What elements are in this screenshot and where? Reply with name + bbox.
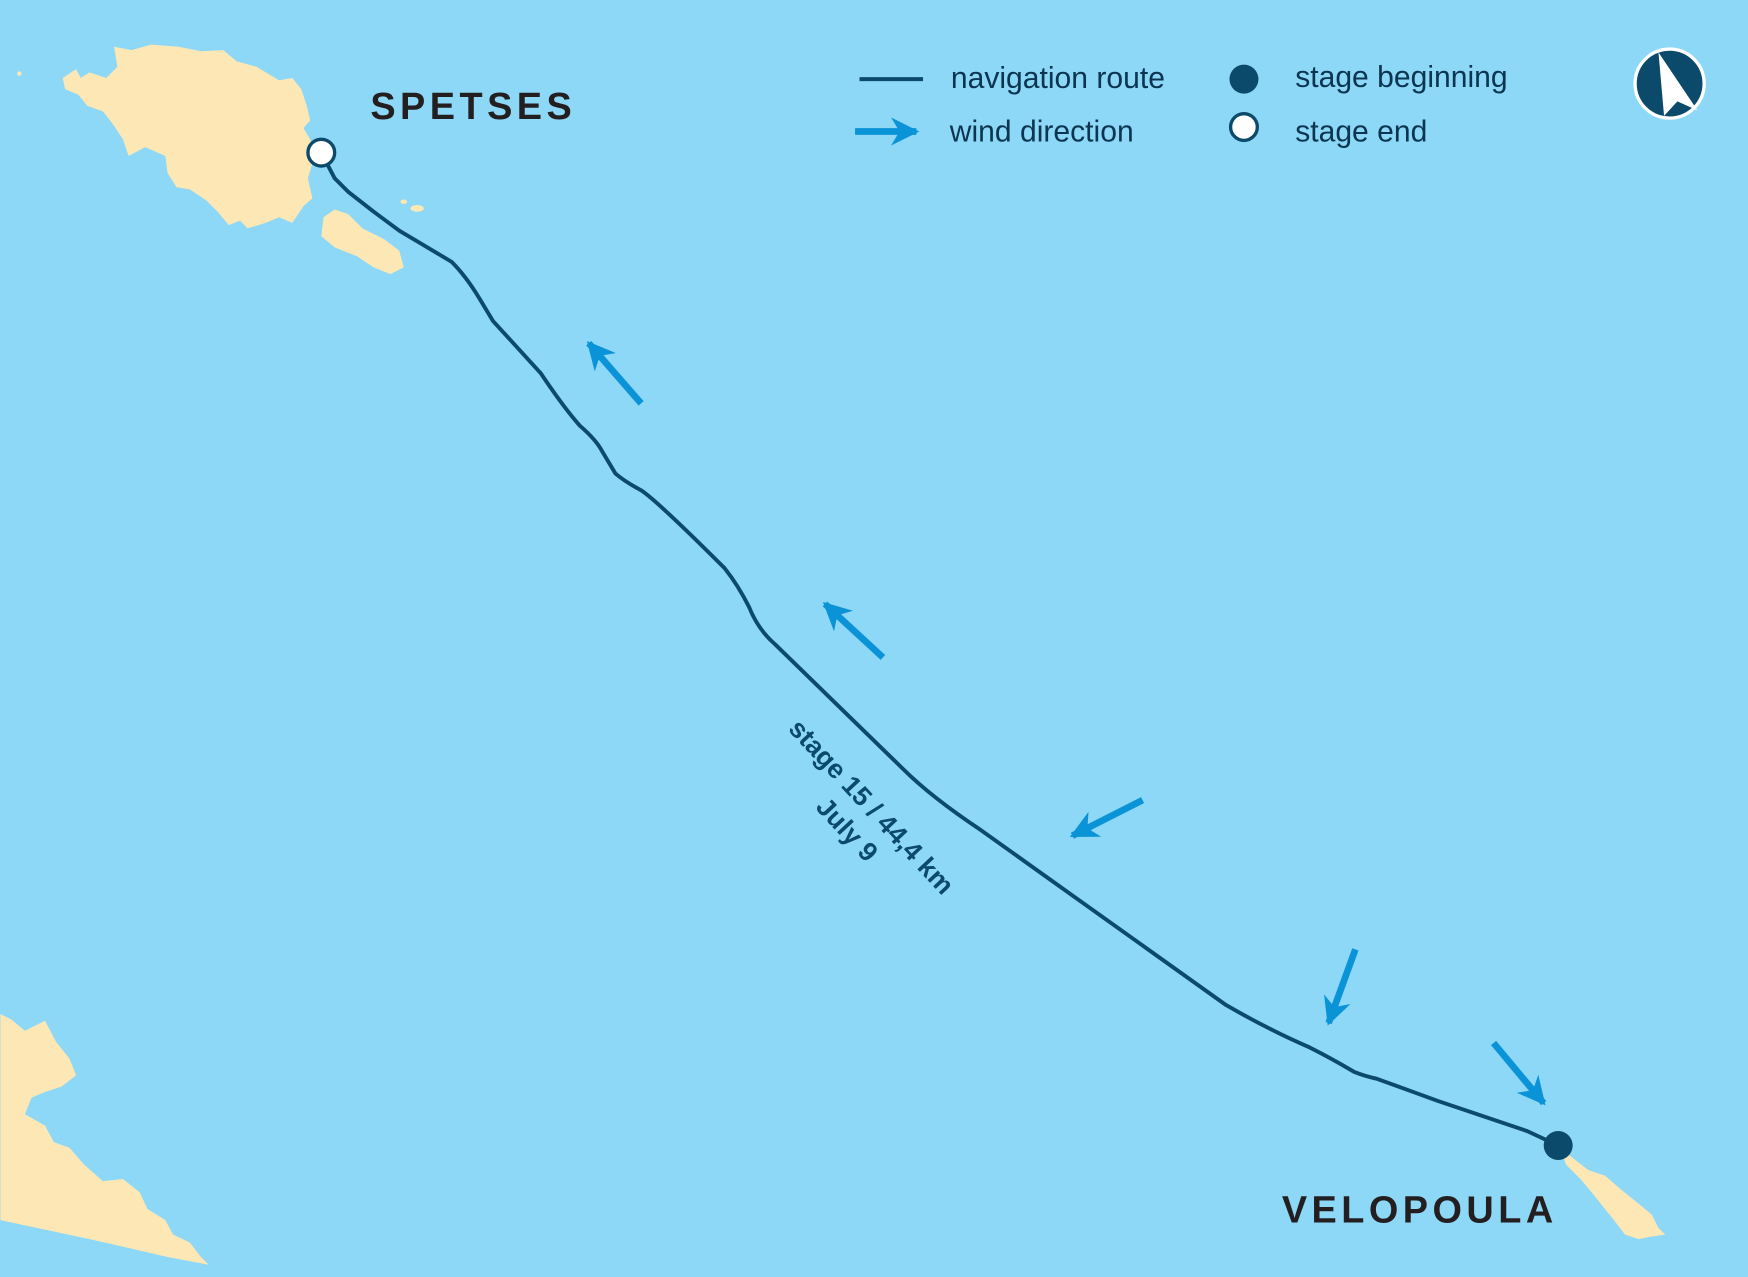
tiny-islet: [410, 205, 424, 212]
legend-end-swatch: [1228, 111, 1259, 143]
wind-arrow: [586, 341, 644, 406]
tiny-islet: [17, 71, 22, 76]
wind-arrow: [1069, 797, 1145, 839]
legend-beginning-label: stage beginning: [1295, 61, 1507, 94]
small-islet: [321, 209, 404, 275]
place-label-spetses: SPETSES: [370, 86, 576, 128]
wind-arrow: [1490, 1040, 1547, 1106]
legend: navigation route wind direction stage be…: [855, 61, 1508, 149]
velopoula-island: [1560, 1147, 1666, 1240]
mainland: [0, 1014, 209, 1265]
legend-end-label: stage end: [1295, 116, 1427, 149]
north-arrow-icon: [1633, 47, 1706, 120]
legend-beginning-swatch: [1229, 64, 1259, 94]
legend-route-label: navigation route: [951, 62, 1165, 95]
wind-arrow: [1324, 948, 1359, 1026]
wind-arrow: [822, 601, 886, 660]
place-label-velopoula: VELOPOULA: [1282, 1189, 1558, 1231]
stage-end-marker: [306, 137, 337, 168]
wind-arrows: [586, 341, 1547, 1106]
spetses-island: [62, 44, 315, 229]
tiny-islet: [400, 199, 408, 204]
stage-beginning-marker: [1543, 1131, 1573, 1160]
navigation-route: [319, 151, 1560, 1148]
legend-wind-label: wind direction: [949, 116, 1134, 149]
